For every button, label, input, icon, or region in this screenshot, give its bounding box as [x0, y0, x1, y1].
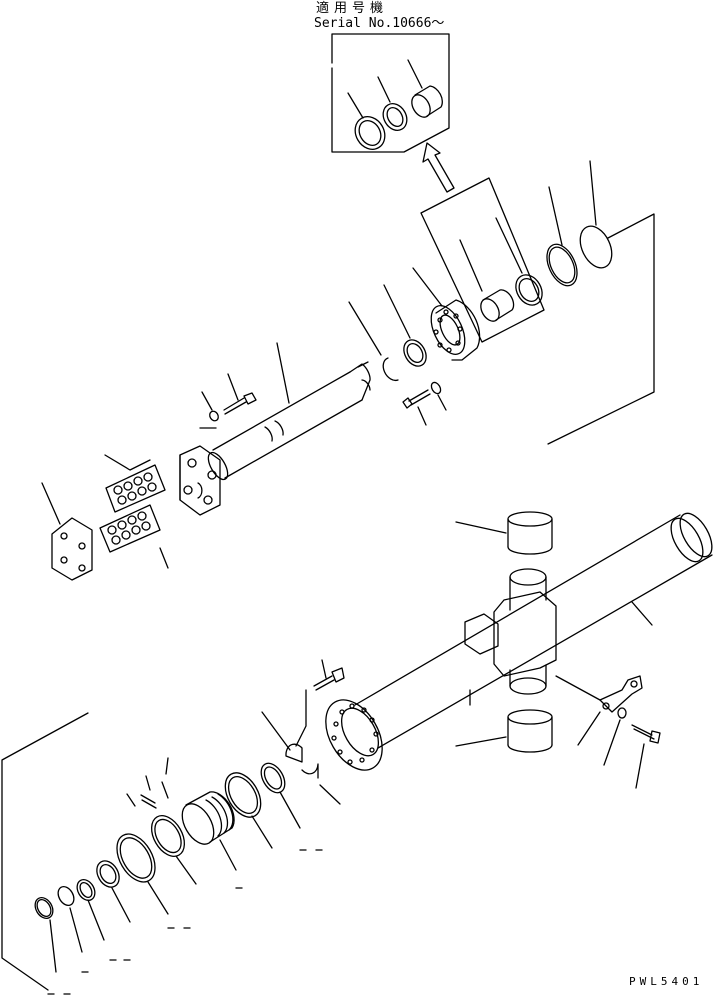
piston-assembly [2, 660, 344, 994]
clamp-bracket [556, 676, 660, 788]
serial-number-label: Serial No.10666～ [314, 16, 445, 31]
cap-block [42, 483, 92, 580]
trunnion-bushings [456, 512, 552, 752]
rod-eye-bolt [200, 374, 256, 428]
arrow-up-icon [423, 143, 454, 192]
shim-set [100, 455, 168, 568]
cylinder-tube [314, 508, 718, 780]
piston-rod [204, 343, 370, 482]
serial-inset-box [332, 34, 449, 155]
applicable-serial-heading: 適用号機 [316, 1, 389, 16]
rod-eye-block [180, 446, 220, 515]
head-assembly [349, 161, 654, 444]
drawing-code: PWL5401 [629, 975, 704, 988]
